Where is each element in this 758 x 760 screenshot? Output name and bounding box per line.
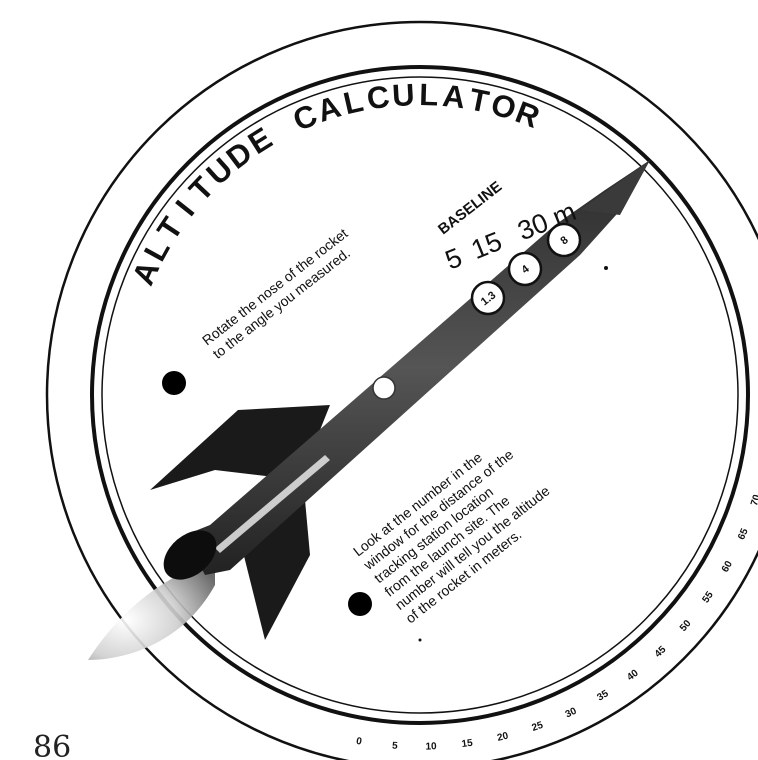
title-letter: U [391, 77, 415, 113]
angle-tick-label: 10 [425, 741, 437, 752]
angle-tick-label: 15 [461, 738, 474, 750]
title-letter: L [419, 77, 439, 113]
bullet-1 [162, 371, 186, 395]
porthole [373, 377, 395, 399]
title-letter: A [441, 78, 467, 115]
dot-mark [419, 639, 422, 642]
page-number: 86 [33, 730, 71, 760]
window-2: 4 [509, 253, 541, 285]
bullet-2 [348, 592, 372, 616]
dot-mark [604, 266, 608, 270]
window-1: 1.3 [472, 282, 504, 314]
